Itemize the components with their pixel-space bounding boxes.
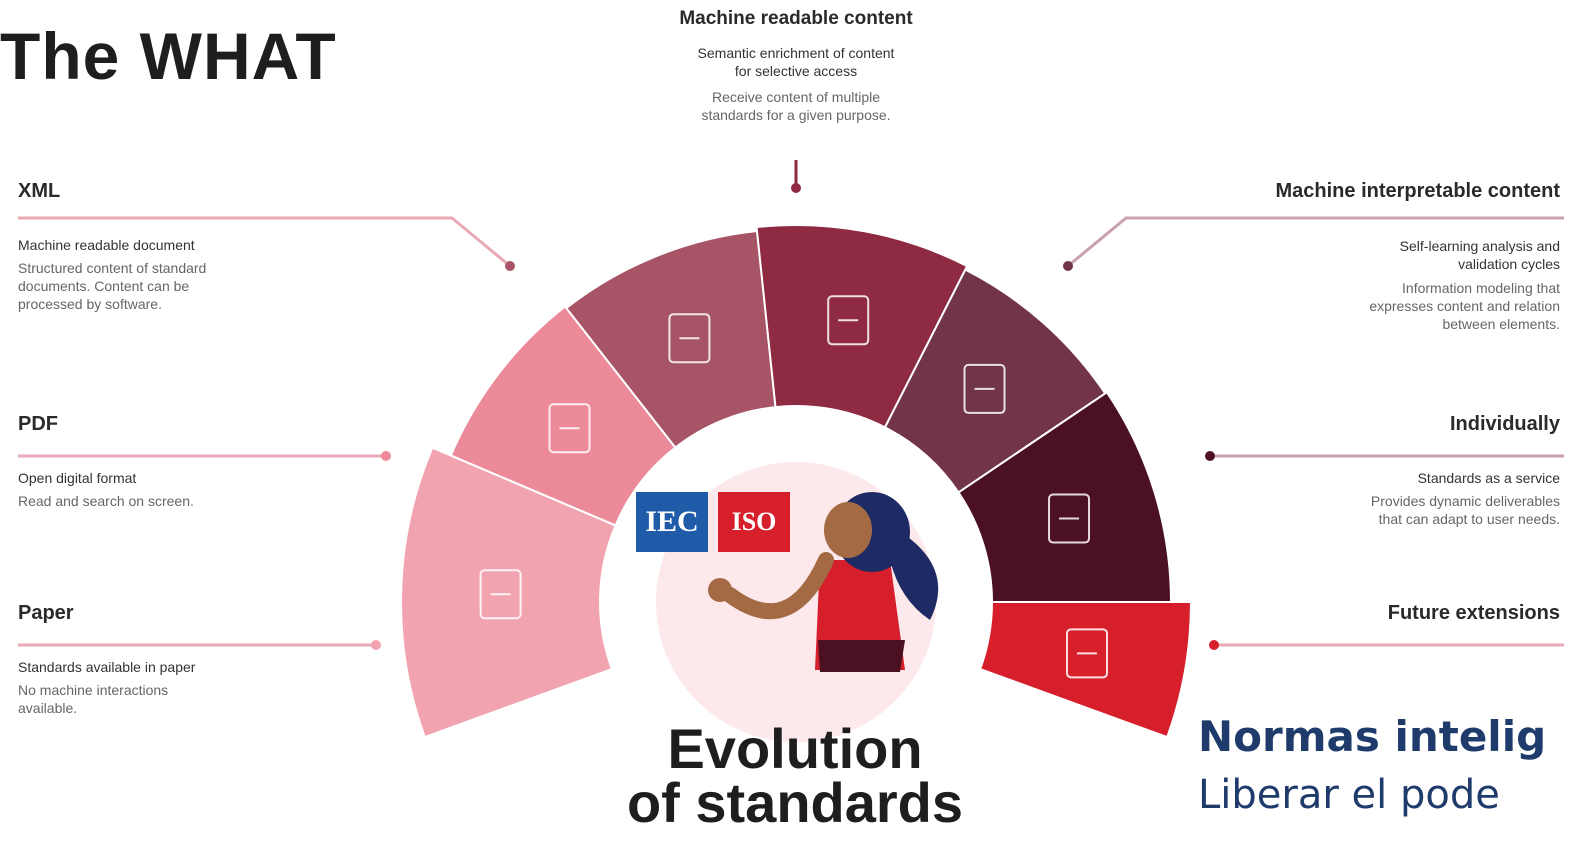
- xml-file-icon: [668, 313, 711, 364]
- left-node-heading: Paper: [18, 602, 74, 624]
- left-node-subheading: Machine readable document: [18, 237, 195, 253]
- document-cycle-icon: [1048, 493, 1091, 544]
- segment-6: [957, 390, 1173, 603]
- pdf-document-icon: [548, 403, 591, 454]
- left-node-paper: Paper Standards available in paper No ma…: [18, 602, 398, 717]
- right-node-description: Provides dynamic deliverables that can a…: [1370, 493, 1560, 527]
- segment-3: [564, 229, 777, 449]
- segment-1: [400, 446, 617, 739]
- segment-5: [883, 268, 1107, 494]
- right-node-heading: Machine interpretable content: [1275, 180, 1561, 202]
- page-title: The WHAT: [0, 19, 337, 93]
- chip-icon: [963, 363, 1006, 414]
- evolution-title: Evolution of standards: [626, 717, 964, 834]
- right-node-interpretable: Machine interpretable content Self-learn…: [1140, 180, 1561, 333]
- segment-7: [978, 601, 1193, 739]
- left-node-heading: PDF: [18, 413, 58, 435]
- iso-logo: ISO: [718, 492, 790, 552]
- spanish-title: Normas intelig: [1198, 712, 1547, 761]
- top-node-heading: Machine readable content: [679, 8, 913, 29]
- right-node-heading: Individually: [1449, 413, 1560, 435]
- top-node: Machine readable content Semantic enrich…: [596, 8, 996, 124]
- iec-logo: IEC: [636, 492, 708, 552]
- left-node-xml: XML Machine readable document Structured…: [18, 180, 398, 313]
- document-search-icon: [827, 295, 870, 346]
- segment-icons: [479, 295, 1109, 679]
- segment-4: [755, 224, 969, 429]
- person-illustration: [708, 492, 939, 672]
- left-node-heading: XML: [18, 180, 61, 202]
- spanish-subtitle: Liberar el pode: [1198, 772, 1500, 818]
- right-node-subheading: Self-learning analysis and validation cy…: [1399, 238, 1560, 272]
- connectors: [18, 160, 1564, 647]
- connector-dots: [371, 183, 1219, 650]
- right-node-individually: Individually Standards as a service Prov…: [1140, 413, 1560, 528]
- left-node-description: Structured content of standard documents…: [18, 260, 207, 312]
- diagram-segments: [400, 224, 1193, 739]
- right-node-heading: Future extensions: [1387, 602, 1560, 624]
- right-node-future: Future extensions: [1140, 602, 1560, 625]
- book-icon: [479, 569, 522, 620]
- top-node-subheading: Semantic enrichment of content for selec…: [697, 45, 895, 79]
- right-node-description: Information modeling that expresses cont…: [1369, 280, 1560, 332]
- segment-2: [449, 305, 677, 527]
- right-node-subheading: Standards as a service: [1417, 470, 1560, 486]
- top-node-description: Receive content of multiple standards fo…: [701, 89, 891, 123]
- placeholder-square-icon: [1066, 628, 1109, 679]
- left-node-description: No machine interactions available.: [18, 682, 169, 716]
- left-node-subheading: Standards available in paper: [18, 659, 196, 675]
- left-node-pdf: PDF Open digital format Read and search …: [18, 413, 398, 510]
- left-node-subheading: Open digital format: [18, 470, 137, 486]
- left-node-description: Read and search on screen.: [18, 493, 194, 509]
